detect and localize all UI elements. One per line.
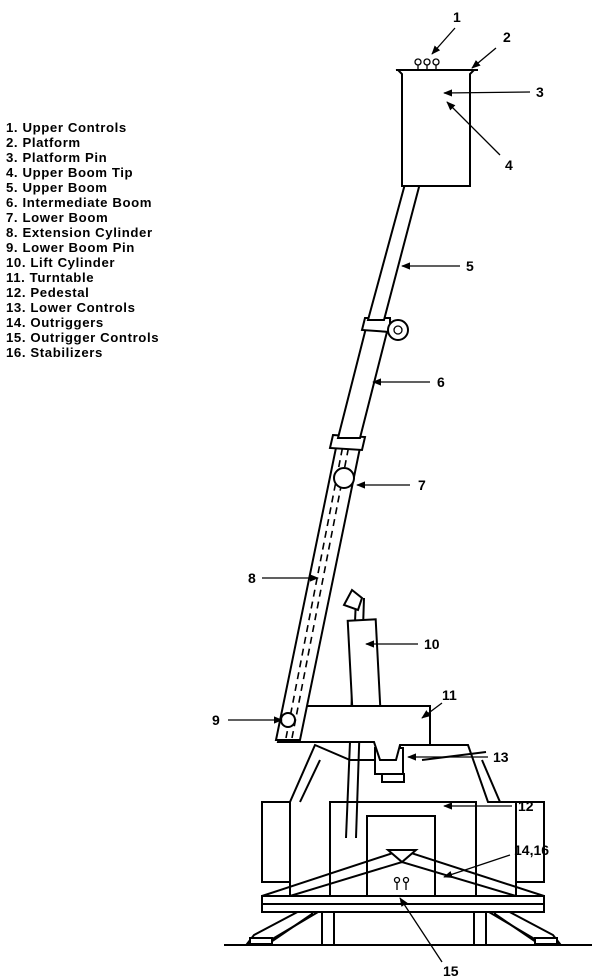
- legend-item-lower-controls: 13. Lower Controls: [6, 300, 136, 315]
- legend-item-upper-controls: 1. Upper Controls: [6, 120, 127, 135]
- callout-arrows: [228, 27, 531, 963]
- legend-item-lower-boom: 7. Lower Boom: [6, 210, 109, 225]
- upper-controls: [414, 58, 440, 70]
- legend-item-turntable: 11. Turntable: [6, 270, 95, 285]
- callout-8: 8: [248, 570, 256, 586]
- legend-item-upper-boom: 5. Upper Boom: [6, 180, 108, 195]
- legend-item-outrigger-controls: 15. Outrigger Controls: [6, 330, 160, 345]
- legend-item-lower-boom-pin: 9. Lower Boom Pin: [6, 240, 135, 255]
- callout-5: 5: [466, 258, 474, 274]
- callout-14-16: 14,16: [514, 842, 549, 858]
- arrow-14: [443, 854, 511, 878]
- arrow-15: [399, 897, 443, 963]
- legend-item-pedestal: 12. Pedestal: [6, 285, 90, 300]
- arrow-2: [471, 47, 497, 69]
- pedestal: [261, 743, 545, 897]
- legend-item-intermediate-boom: 6. Intermediate Boom: [6, 195, 153, 210]
- callout-7: 7: [418, 477, 426, 493]
- platform: [395, 69, 478, 187]
- turntable: [276, 705, 431, 761]
- legend-item-extension-cylinder: 8. Extension Cylinder: [6, 225, 153, 240]
- arrow-3: [443, 89, 531, 97]
- callout-9: 9: [212, 712, 220, 728]
- legend-item-platform-pin: 3. Platform Pin: [6, 150, 108, 165]
- legend-item-stabilizers: 16. Stabilizers: [6, 345, 103, 360]
- callout-15: 15: [443, 963, 459, 979]
- callout-11: 11: [442, 687, 457, 703]
- legend-item-outriggers: 14. Outriggers: [6, 315, 104, 330]
- legend-item-platform: 2. Platform: [6, 135, 81, 150]
- callout-2: 2: [503, 29, 511, 45]
- callout-12: 12: [518, 798, 534, 814]
- legend-item-upper-boom-tip: 4. Upper Boom Tip: [6, 165, 134, 180]
- arrow-11: [421, 702, 443, 719]
- arrow-4: [446, 101, 501, 156]
- arrow-1: [431, 27, 456, 55]
- callout-labels: 1 2 3 4 5 6 7 8 9 10 11 13 12 14,16 15: [212, 9, 549, 979]
- callout-6: 6: [437, 374, 445, 390]
- legend-item-lift-cylinder: 10. Lift Cylinder: [6, 255, 116, 270]
- callout-13: 13: [493, 749, 509, 765]
- callout-4: 4: [505, 157, 513, 173]
- parts-legend: 1. Upper Controls 2. Platform 3. Platfor…: [6, 120, 256, 360]
- callout-3: 3: [536, 84, 544, 100]
- outrigger-controls: [393, 876, 410, 890]
- callout-1: 1: [453, 9, 461, 25]
- callout-10: 10: [424, 636, 440, 652]
- outrigger-base: [261, 895, 545, 913]
- outrigger-legs: [244, 907, 563, 945]
